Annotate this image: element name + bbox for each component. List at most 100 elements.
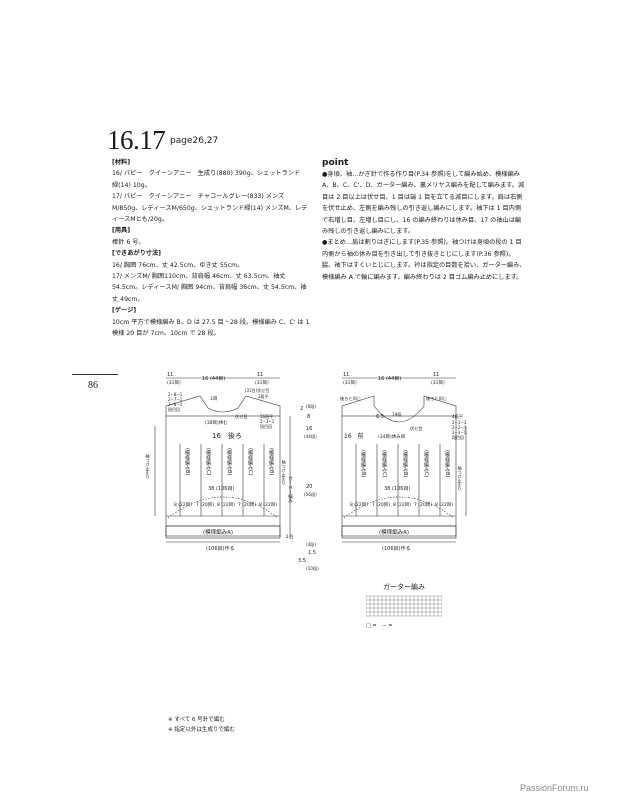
dim-44rows: (44段) bbox=[304, 433, 317, 440]
section-text: 17/ パピー クイーンアニー チャコールグレー(833) メンズM/850g、… bbox=[112, 193, 308, 224]
back-piece-title: 16 後ろ bbox=[212, 431, 242, 440]
page-number: 86 bbox=[88, 380, 98, 391]
section-heading: [材料] bbox=[112, 159, 131, 166]
back-side-note-2: 2−3−1 bbox=[260, 419, 275, 424]
back-neck-stitch: (38目)休む bbox=[205, 419, 228, 426]
diagram-back: 11 (31目) 16 (44目) 11 (31目) 1目 (31目)伏せ目 2… bbox=[146, 372, 294, 552]
front-piece-title: 16 前 bbox=[344, 432, 364, 440]
back-cell-4: 7 (20目) bbox=[238, 502, 256, 508]
back-shoulder-dec-1: 2−8−1 bbox=[168, 392, 183, 397]
front-neck-dec-3: 2−3−1 bbox=[452, 430, 467, 435]
dim-4rows: (4段) bbox=[306, 541, 316, 548]
back-garter-rows: ２目 bbox=[285, 534, 293, 540]
section-text: 16/ 胸囲 76cm、丈 42.5cm、ゆき丈 55cm。 bbox=[112, 261, 244, 269]
garter-chart-title: ガーター編み bbox=[383, 583, 425, 591]
back-side-note-3: 段目回 bbox=[260, 423, 272, 429]
front-neck-side: 伏せ目 bbox=[410, 425, 423, 432]
back-sleeve-marker-left: 袖つけ止まり bbox=[146, 453, 151, 481]
section-heading: [できあがり寸法] bbox=[112, 250, 161, 258]
back-shoulder-label: (31目)伏せ目 bbox=[245, 387, 269, 393]
back-neck-label: 1目 bbox=[210, 396, 217, 402]
front-neck-stitch: (34目)休み目 bbox=[378, 433, 405, 440]
back-dim-left-sts: (31目) bbox=[167, 380, 181, 386]
back-cast-on: (106目)作る bbox=[206, 545, 234, 552]
section-number: 16.17 bbox=[107, 125, 166, 155]
section-text: 棒針 6 号。 bbox=[112, 238, 145, 246]
dim-1.5: 1.5 bbox=[308, 550, 316, 556]
front-neck-dec-2: 2−2−1 bbox=[452, 425, 467, 430]
note-needle: ※ すべて 6 号針で編む bbox=[168, 717, 225, 723]
section-text: 10cm 平方で模様編み B、D は 27.5 目・28 段。模様編み C、C'… bbox=[112, 318, 310, 338]
back-shoulder-dec-3: 2−8−1 bbox=[168, 402, 183, 407]
dim-3.5: 3.5 bbox=[298, 558, 306, 564]
watermark: PassionForum.ru bbox=[520, 783, 589, 793]
back-cell-1: 8 (22目) bbox=[174, 502, 192, 508]
dim-56rows: (56段) bbox=[304, 491, 317, 498]
notes: ※ すべて 6 号針で編む ※ 指定以外は生成りで編む bbox=[168, 715, 235, 735]
back-cell-5: 8 (22目) bbox=[259, 502, 277, 508]
back-dim-left: 11 bbox=[167, 372, 173, 378]
back-cell-3: 8 (22目) bbox=[217, 502, 235, 508]
section-text: 17/ メンズM/ 胸囲110cm、背肩幅 46cm、丈 63.5cm、袖丈 5… bbox=[112, 273, 307, 303]
back-hem-label: (模様編みA) bbox=[203, 528, 233, 536]
diagram-front: 11 (31目) 16 (44目) 11 (31目) 後ろと同じ 後ろと同じ 6… bbox=[340, 372, 467, 552]
dim-16: 16 bbox=[306, 426, 312, 432]
dim-8: 8 bbox=[307, 414, 310, 420]
dim-20: 20 bbox=[306, 484, 312, 490]
back-dim-right-sts: (31目) bbox=[255, 380, 269, 386]
page-reference: page26,27 bbox=[170, 136, 219, 146]
dim-6rows: (6段) bbox=[306, 403, 316, 410]
front-dim-right: 11 bbox=[433, 372, 439, 378]
front-pattern-col-5: (模様編みB) bbox=[444, 450, 450, 477]
dim-10rows: (10段) bbox=[306, 565, 319, 572]
back-shoulder-rows: 2段平 bbox=[258, 393, 269, 399]
garter-chart: ガーター編み □ = − = bbox=[365, 582, 443, 629]
section-heading: [用具] bbox=[112, 227, 131, 235]
front-neck-rows: 19段 bbox=[392, 411, 402, 418]
front-cast-on: (106目)作る bbox=[382, 545, 410, 552]
back-pattern-col-2: (模様編みC) bbox=[205, 448, 211, 475]
point-paragraphs: ●身頃、袖…かぎ針で作る作り目(P.34 参照)をして編み始め、模様編み A、B… bbox=[322, 169, 526, 283]
point-title: point bbox=[322, 158, 349, 168]
front-cell-5: 8 (22目) bbox=[435, 502, 453, 508]
garter-legend: □ = − = bbox=[366, 623, 442, 629]
back-dim-center: 16 (44目) bbox=[202, 376, 225, 382]
front-pattern-col-1: (模様編みB) bbox=[360, 450, 366, 477]
point-column: point ●身頃、袖…かぎ針で作る作り目(P.34 参照)をして編み始め、模様… bbox=[322, 157, 526, 283]
back-pattern-col-5: (模様編みB) bbox=[268, 448, 274, 475]
section-text: 16/ パピー クイーンアニー 生成り(880) 390g、シェットランド 緑(… bbox=[112, 170, 307, 189]
front-pattern-col-2: (模様編みC) bbox=[381, 450, 387, 477]
front-callout-right: 後ろと同じ bbox=[426, 395, 447, 402]
front-dim-right-sts: (31目) bbox=[431, 380, 445, 386]
back-pattern-col-3: (模様編みB) bbox=[226, 448, 232, 475]
dim-2: 2 bbox=[300, 406, 303, 412]
front-neck-depth: 6.5 bbox=[376, 414, 384, 420]
section-heading: [ゲージ] bbox=[112, 307, 137, 315]
front-sleeve-marker: 袖つけ止まり bbox=[458, 465, 463, 493]
front-hem-label: (模様編みA) bbox=[379, 528, 409, 536]
back-pattern-col-4: (模様編みC) bbox=[247, 448, 253, 475]
point-paragraph: ●まとめ…肩は割りはぎにします(P.35 参照)。袖つけは身頃の段の 1 目内側… bbox=[322, 239, 526, 281]
center-dimensions: 2 (6段) 8 16 (44段) 20 (56段) (4段) 1.5 3.5 … bbox=[298, 403, 319, 572]
note-color: ※ 指定以外は生成りで編む bbox=[168, 727, 235, 733]
front-pattern-col-4: (模様編みC) bbox=[423, 450, 429, 477]
front-cell-4: 7 (20目) bbox=[414, 502, 432, 508]
garter-grid bbox=[365, 595, 443, 617]
back-shoulder-dec-2: 2−7−1 bbox=[168, 397, 183, 402]
materials-column: [材料] 16/ パピー クイーンアニー 生成り(880) 390g、シェットラン… bbox=[112, 157, 310, 340]
front-neck-dec-4: 段目回 bbox=[452, 434, 464, 440]
back-dim-right: 11 bbox=[257, 372, 263, 378]
page-number-rule bbox=[72, 374, 118, 375]
front-callout-left: 後ろと同じ bbox=[340, 395, 361, 402]
back-cell-2: 7 (20目) bbox=[196, 502, 214, 508]
back-pattern-col-1: (模様編みB) bbox=[184, 448, 190, 475]
back-sleeve-marker-right: 袖つけ止まり bbox=[282, 459, 287, 487]
front-dim-center: 16 (44目) bbox=[378, 376, 401, 382]
front-dim-left-sts: (31目) bbox=[343, 380, 357, 386]
front-pattern-col-3: (模様編みB) bbox=[402, 450, 408, 477]
front-cell-2: 7 (20目) bbox=[372, 502, 390, 508]
front-cell-3: 8 (22目) bbox=[393, 502, 411, 508]
back-shoulder-dec-4: 段目回 bbox=[168, 406, 180, 412]
front-dim-left: 11 bbox=[343, 372, 349, 378]
legend-purl: − = bbox=[382, 623, 393, 629]
